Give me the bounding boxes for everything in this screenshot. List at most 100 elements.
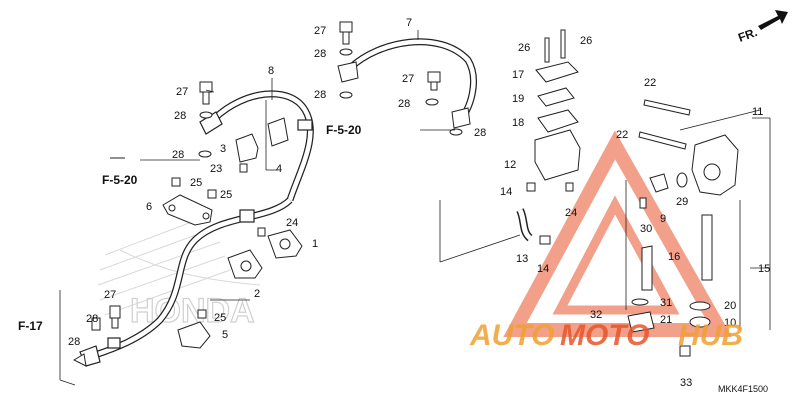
callout-22-lower: 22 [616, 129, 628, 141]
svg-text:MOTO: MOTO [560, 319, 649, 352]
callout-27-hose7-mid: 27 [402, 73, 414, 85]
joint-9 [649, 173, 669, 193]
callout-13: 13 [516, 253, 528, 265]
pin-33 [679, 345, 691, 357]
hose-8-assembly [79, 90, 314, 367]
callout-28-hose7-a: 28 [314, 48, 326, 60]
clamp-1 [267, 229, 303, 259]
callout-30: 30 [640, 223, 652, 235]
joint-21 [627, 311, 655, 333]
hose-7 [347, 38, 477, 123]
callout-19: 19 [512, 93, 524, 105]
bolt-22-upper [643, 99, 691, 116]
callout-24-left: 24 [286, 217, 298, 229]
clamp-5 [177, 321, 211, 349]
callout-9: 9 [660, 213, 666, 225]
front-direction-label: FR. [736, 25, 759, 45]
spring-pushrod-16 [641, 245, 653, 291]
callout-17: 17 [512, 69, 524, 81]
clamp-2 [227, 249, 263, 279]
callout-33: 33 [680, 377, 692, 389]
reference-label-center: F-5-20 [326, 123, 362, 137]
callout-25-middle: 25 [220, 189, 232, 201]
bolt-23 [239, 163, 248, 173]
callout-27-lower-left: 27 [104, 289, 116, 301]
front-arrow-icon [758, 10, 788, 30]
callout-28-hose7-c: 28 [398, 98, 410, 110]
bolts-25 [171, 177, 217, 319]
callout-24-right: 24 [565, 207, 577, 219]
callout-6: 6 [146, 201, 152, 213]
clip-14-lower [539, 235, 551, 245]
callout-29: 29 [676, 196, 688, 208]
washer-28-lower-left [72, 317, 101, 367]
callout-21: 21 [660, 314, 672, 326]
callout-10: 10 [724, 317, 736, 329]
callout-2: 2 [254, 288, 260, 300]
washer-28-upper-left [198, 111, 213, 158]
callout-14-lower: 14 [537, 263, 549, 275]
callout-25-upper: 25 [190, 177, 202, 189]
callout-27-hose7-top: 27 [314, 25, 326, 37]
reservoir-assembly [516, 29, 581, 245]
callout-28-hose7-b: 28 [314, 89, 326, 101]
callout-4: 4 [276, 163, 282, 175]
reference-label-bottom-left: F-17 [18, 319, 43, 333]
callout-1: 1 [312, 238, 318, 250]
callout-labels: 1 2 3 4 5 6 7 8 9 10 11 12 13 14 14 15 1… [68, 17, 770, 389]
callout-20: 20 [724, 300, 736, 312]
plate-19 [537, 87, 575, 107]
master-cylinder-assembly [627, 99, 739, 357]
callout-28-hose7-d: 28 [474, 127, 486, 139]
callout-11: 11 [752, 106, 763, 118]
watermark-text: AUTO MOTO HUB [469, 319, 743, 352]
svg-text:HUB: HUB [678, 319, 743, 352]
callout-28-upper-left: 28 [174, 110, 186, 122]
callout-18: 18 [512, 117, 524, 129]
callout-16: 16 [668, 251, 680, 263]
reservoir-12 [534, 129, 581, 181]
seal-29 [676, 172, 688, 188]
callout-28-lower-left: 28 [86, 313, 98, 325]
clamp-3 [235, 117, 289, 163]
callout-26-left: 26 [518, 42, 530, 54]
callout-28-left-mid: 28 [172, 149, 184, 161]
callout-25-lower: 25 [214, 312, 226, 324]
piston-set-15 [701, 214, 713, 281]
hose-7-fittings [337, 21, 471, 136]
callout-14-upper: 14 [500, 186, 512, 198]
washer-31 [631, 298, 649, 306]
bolt-26-right [560, 29, 566, 59]
callout-28-lower-left-b: 28 [68, 336, 80, 348]
callout-26-right: 26 [580, 35, 592, 47]
diagram-code: MKK4F1500 [718, 384, 768, 394]
svg-text:AUTO: AUTO [469, 319, 554, 352]
bolt-27-upper-left [199, 81, 213, 105]
clip-14-upper [526, 182, 536, 192]
callout-12: 12 [504, 159, 516, 171]
circlip-20 [689, 301, 711, 311]
diaphragm-18 [537, 109, 579, 133]
callout-5: 5 [222, 329, 228, 341]
callout-23: 23 [210, 163, 222, 175]
leader-lines [59, 30, 771, 386]
reference-label-left: F-5-20 [102, 173, 138, 187]
callout-31: 31 [660, 297, 672, 309]
callout-7: 7 [406, 17, 412, 29]
reservoir-cap-17 [535, 61, 579, 83]
bolt-24-left [257, 227, 266, 237]
bolt-30 [639, 197, 647, 209]
bracket-6 [162, 194, 213, 226]
callout-8: 8 [268, 65, 274, 77]
callout-27-upper-left: 27 [176, 86, 188, 98]
callout-3: 3 [220, 143, 226, 155]
bolt-27-lower-left [109, 305, 121, 329]
callout-22-upper: 22 [644, 77, 656, 89]
boot-10 [689, 316, 711, 328]
front-direction-indicator: FR. [736, 10, 788, 45]
bolt-22-lower [638, 131, 687, 150]
callout-32: 32 [590, 309, 602, 321]
callout-15: 15 [758, 263, 770, 275]
bolt-26-left [544, 37, 550, 63]
